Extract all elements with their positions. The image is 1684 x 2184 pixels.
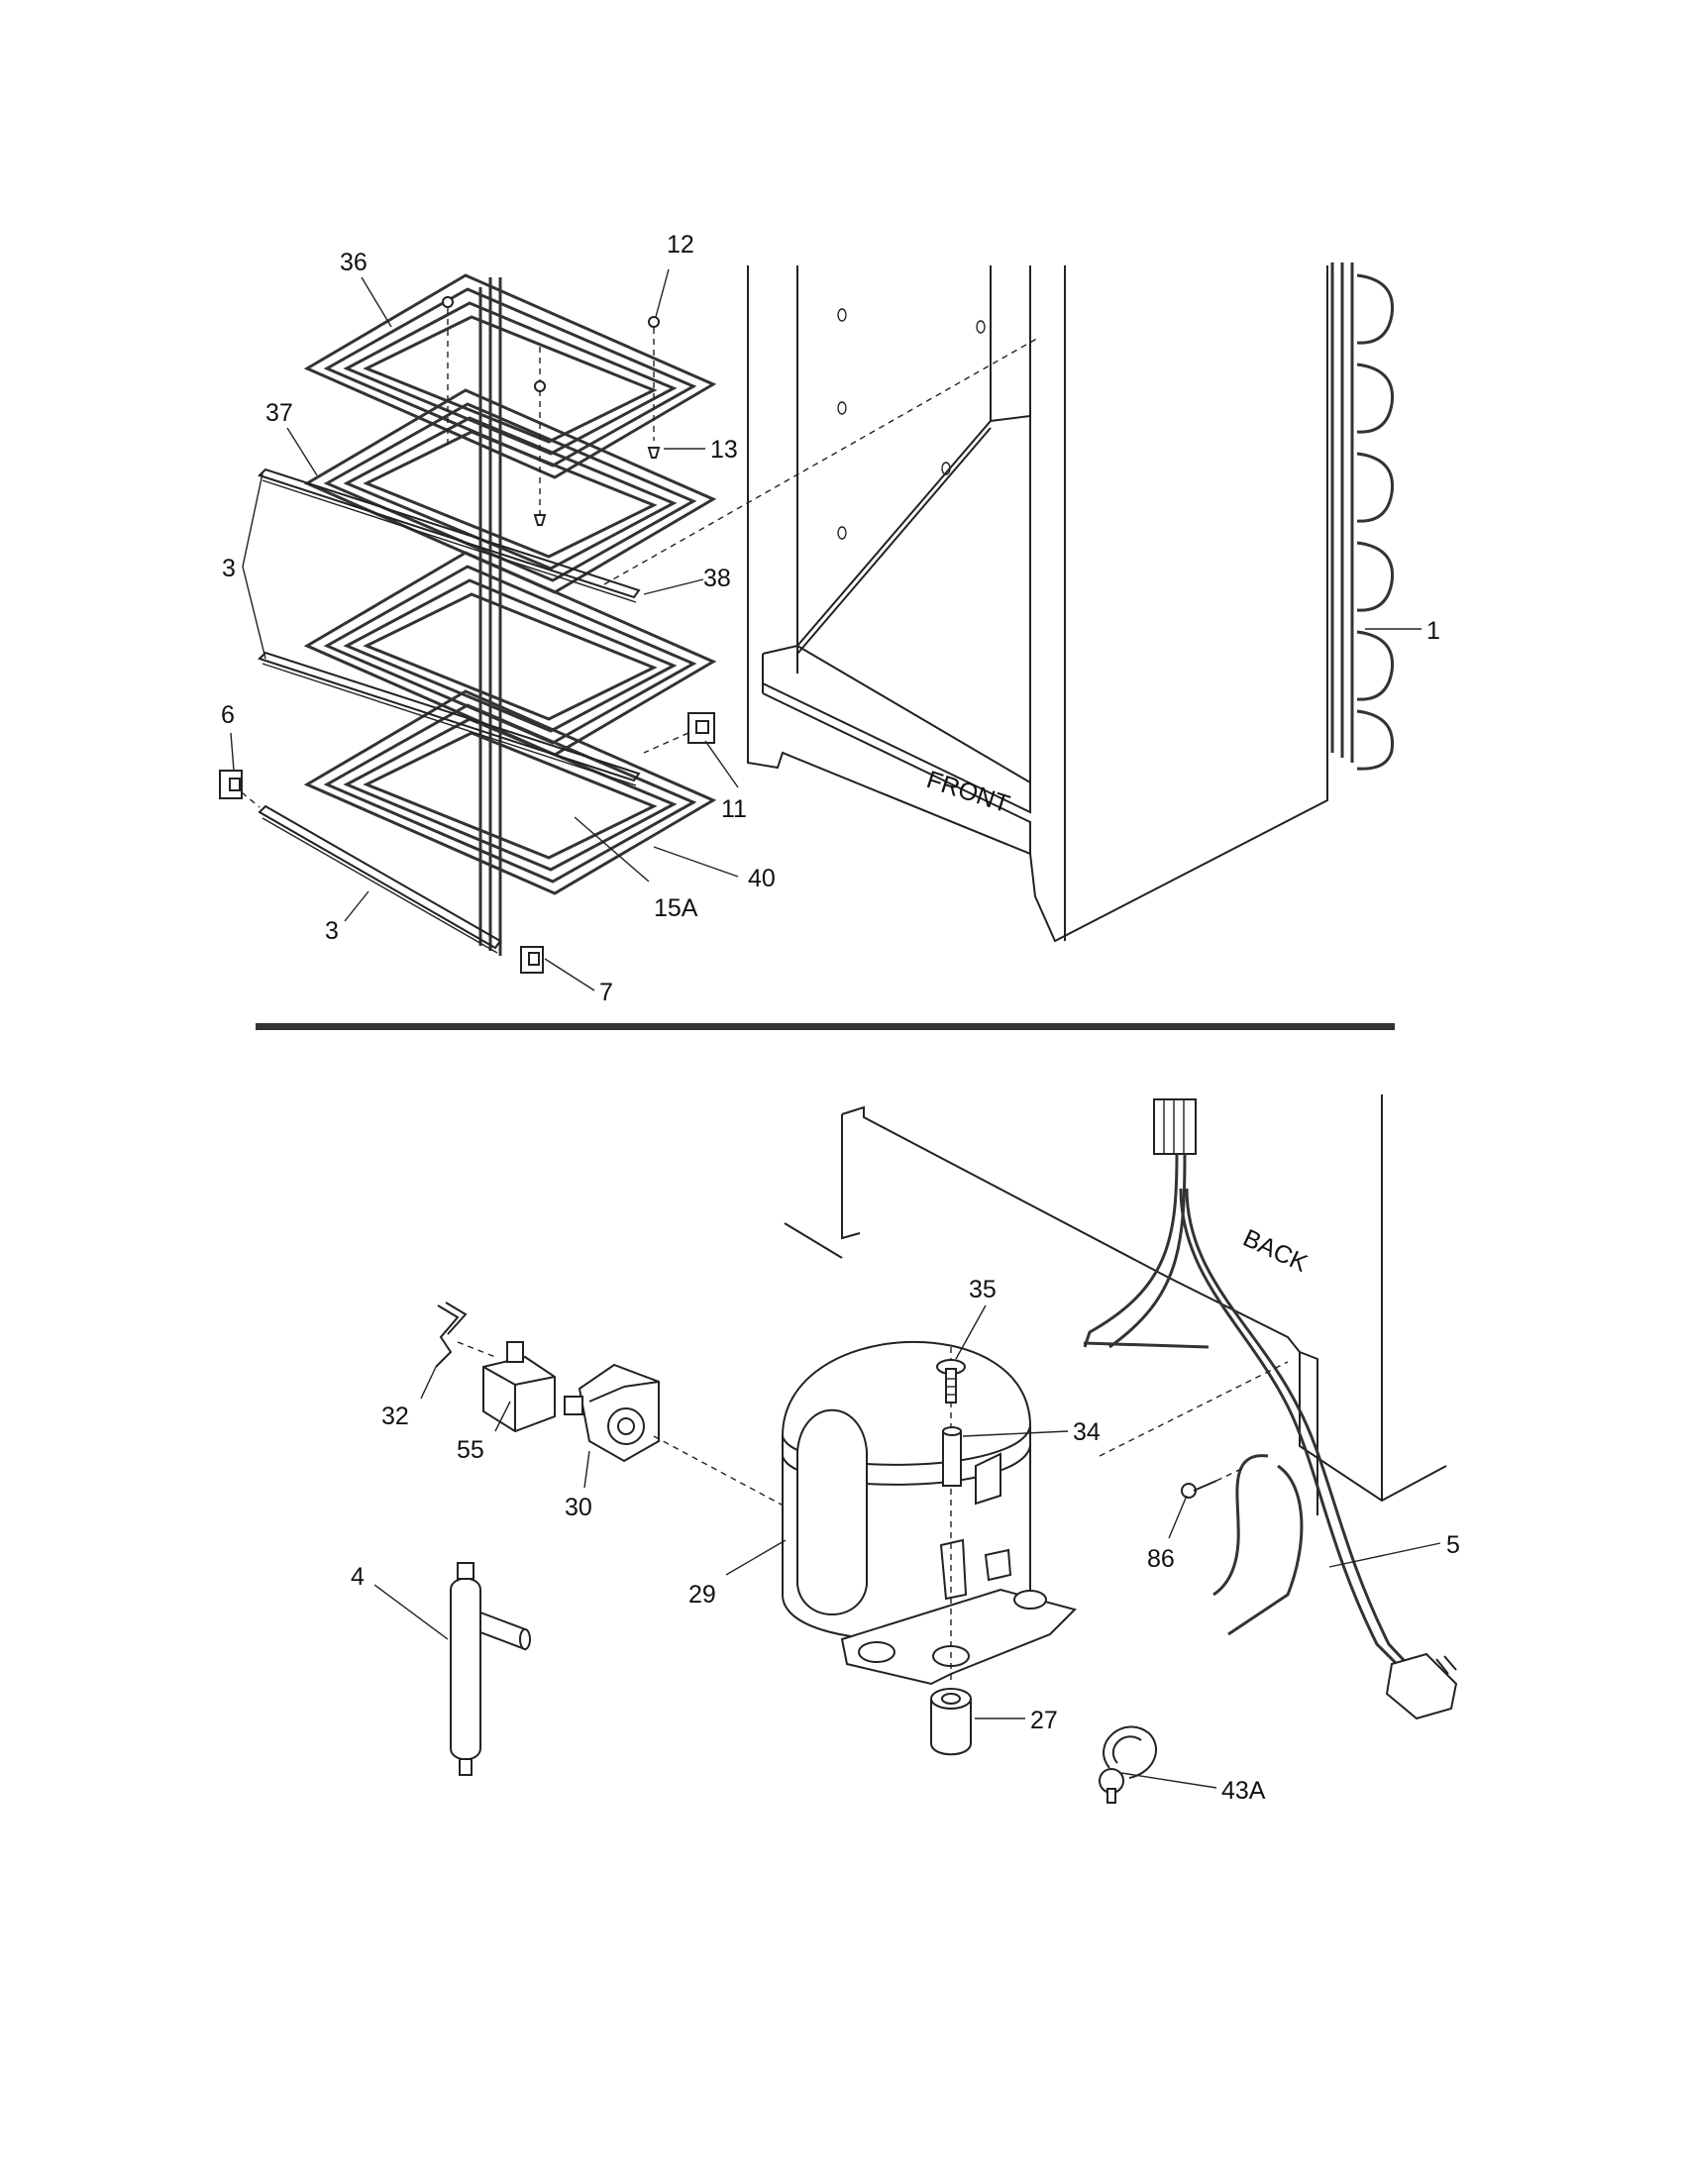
shelf-rail-upper [258, 468, 641, 603]
grommet-27 [930, 1688, 972, 1756]
cabinet-back-label: BACK [1239, 1224, 1313, 1278]
callout-15a: 15A [654, 894, 698, 922]
shelf-to-cabinet-guide [603, 336, 1041, 585]
callout-5: 5 [1446, 1531, 1460, 1559]
callout-40: 40 [748, 865, 776, 892]
clip-32 [435, 1301, 496, 1368]
callout-1: 1 [1426, 617, 1440, 645]
clip-7 [520, 946, 544, 974]
leader-lines-bottom [373, 1304, 1441, 1789]
callout-13: 13 [710, 436, 738, 464]
cabinet-shell [747, 265, 1328, 943]
callout-43a: 43A [1221, 1777, 1266, 1805]
callout-35: 35 [969, 1276, 997, 1303]
callout-4: 4 [351, 1563, 365, 1591]
callout-3-upper: 3 [222, 555, 236, 582]
callout-38: 38 [703, 565, 731, 592]
callout-7: 7 [599, 979, 613, 1006]
callout-32: 32 [381, 1403, 409, 1430]
condenser-coil [1330, 262, 1395, 771]
clamp-43a [1099, 1725, 1158, 1804]
section-divider [256, 1023, 1395, 1030]
callout-37: 37 [265, 399, 293, 427]
drier-4 [450, 1562, 531, 1776]
clip-11 [643, 712, 715, 754]
overload-55 [482, 1341, 556, 1433]
shelf-rail-lower [258, 804, 502, 954]
cabinet-front-label: FRONT [923, 766, 1013, 818]
callout-86: 86 [1147, 1545, 1175, 1573]
callout-3-lower: 3 [325, 917, 339, 945]
cabinet-back-outline [784, 1094, 1447, 1515]
compressor-29 [782, 1340, 1077, 1686]
evaporator-shelves [303, 273, 717, 956]
callout-11: 11 [721, 795, 747, 823]
screw-86 [1181, 1467, 1244, 1499]
screw-12 [648, 316, 660, 328]
clip-6 [219, 770, 261, 808]
callout-36: 36 [340, 249, 368, 276]
spacer-34 [942, 1426, 962, 1487]
shelf-rail-middle [258, 651, 641, 786]
callout-29: 29 [688, 1581, 716, 1609]
callout-30: 30 [565, 1494, 592, 1521]
callout-55: 55 [457, 1436, 484, 1464]
shelf-40 [303, 689, 717, 895]
screw-13 [647, 447, 661, 459]
power-cord [1083, 1098, 1458, 1720]
callout-27: 27 [1030, 1707, 1058, 1734]
screw-mount-a [442, 296, 547, 526]
callout-12: 12 [667, 231, 694, 259]
callout-6: 6 [221, 701, 235, 729]
callout-34: 34 [1073, 1418, 1101, 1446]
bolt-35 [936, 1359, 966, 1404]
leader-lines-top [230, 268, 1421, 991]
relay-30 [564, 1363, 793, 1511]
